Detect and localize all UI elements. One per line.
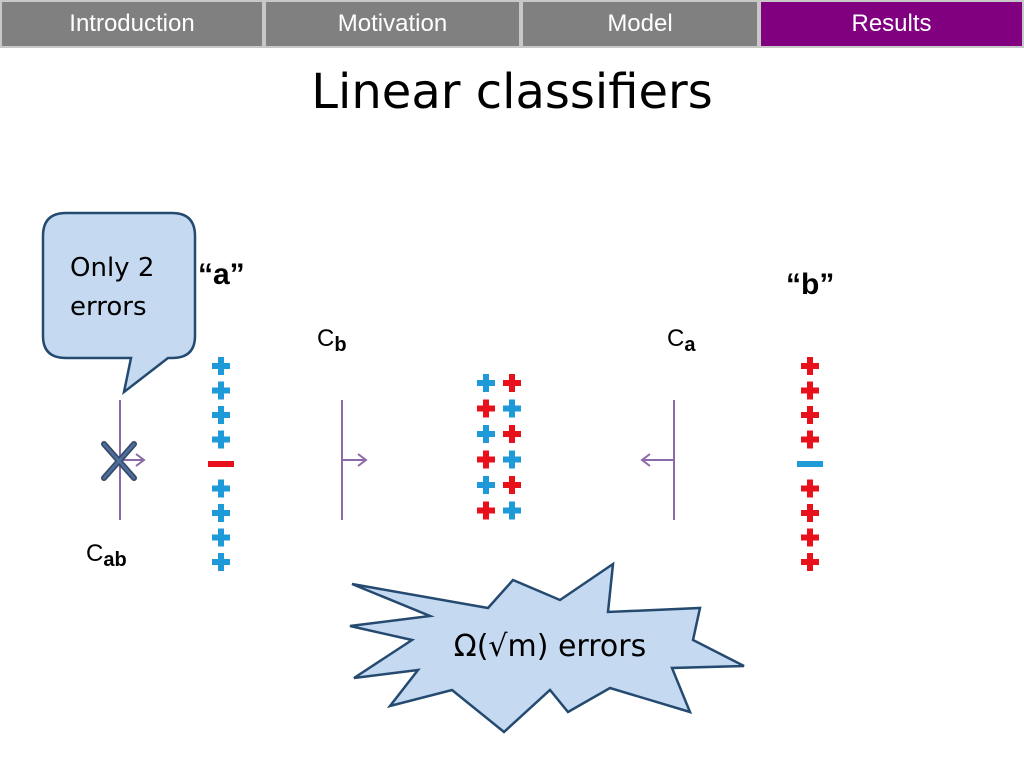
ca-subscript: a bbox=[684, 334, 696, 356]
plus-point-blue bbox=[212, 528, 230, 547]
plus-point-red bbox=[801, 406, 819, 424]
plus-point-blue bbox=[212, 504, 230, 522]
plus-point-red bbox=[801, 504, 819, 522]
point-column-a bbox=[208, 357, 234, 571]
plus-point-red bbox=[503, 374, 521, 392]
point-column-b bbox=[797, 357, 823, 571]
cross-x-icon bbox=[101, 441, 137, 481]
plus-point-blue bbox=[477, 476, 495, 494]
tab-motivation[interactable]: Motivation bbox=[264, 0, 521, 48]
plus-point-red bbox=[801, 479, 819, 498]
plus-point-blue bbox=[503, 450, 521, 469]
classifier-cb bbox=[341, 400, 368, 520]
cb-letter: C bbox=[317, 325, 334, 352]
cab-letter: C bbox=[86, 540, 103, 567]
classifier-cab bbox=[101, 400, 146, 520]
plus-point-red bbox=[801, 381, 819, 400]
label-b: “b” bbox=[786, 268, 834, 301]
tab-results[interactable]: Results bbox=[759, 0, 1024, 48]
plus-point-blue bbox=[503, 501, 521, 520]
minus-point-blue bbox=[797, 461, 823, 467]
plus-point-red bbox=[801, 430, 819, 449]
plus-point-blue bbox=[212, 553, 230, 571]
plus-point-red bbox=[801, 528, 819, 547]
burst-text: Ω(√m) errors bbox=[454, 629, 646, 664]
classifier-cab-label: Cab bbox=[86, 540, 127, 571]
plus-point-blue bbox=[212, 381, 230, 400]
callout-bubble bbox=[41, 211, 197, 396]
plus-point-blue bbox=[212, 479, 230, 498]
plus-point-blue bbox=[477, 374, 495, 392]
cab-subscript: ab bbox=[103, 549, 126, 571]
classifier-cb-label: Cb bbox=[317, 325, 347, 356]
plus-point-red bbox=[503, 425, 521, 443]
cb-subscript: b bbox=[334, 334, 346, 356]
nav-tabs: Introduction Motivation Model Results bbox=[0, 0, 1024, 48]
slide-title: Linear classifiers bbox=[311, 64, 713, 120]
plus-point-blue bbox=[503, 399, 521, 418]
plus-point-red bbox=[801, 553, 819, 571]
tab-model[interactable]: Model bbox=[521, 0, 759, 48]
label-a: “a” bbox=[198, 258, 245, 291]
plus-point-blue bbox=[212, 430, 230, 449]
plus-point-red bbox=[477, 450, 495, 469]
plus-point-blue bbox=[212, 406, 230, 424]
point-column-middle-left bbox=[477, 374, 495, 520]
minus-point-red bbox=[208, 461, 234, 467]
plus-point-red bbox=[801, 357, 819, 375]
ca-letter: C bbox=[667, 325, 684, 352]
point-column-middle-right bbox=[503, 374, 521, 520]
burst-shape bbox=[349, 561, 745, 734]
plus-point-red bbox=[477, 501, 495, 520]
plus-point-blue bbox=[212, 357, 230, 375]
classifier-ca bbox=[640, 400, 675, 520]
callout-text-line2: errors bbox=[70, 292, 147, 322]
classifier-ca-label: Ca bbox=[667, 325, 696, 356]
callout-text-line1: Only 2 bbox=[70, 253, 154, 283]
tab-introduction[interactable]: Introduction bbox=[0, 0, 264, 48]
plus-point-red bbox=[503, 476, 521, 494]
plus-point-red bbox=[477, 399, 495, 418]
plus-point-blue bbox=[477, 425, 495, 443]
